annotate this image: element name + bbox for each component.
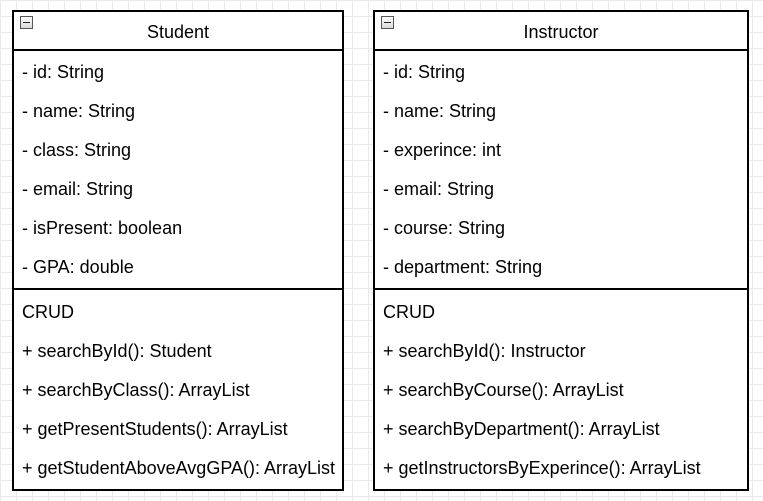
instructor-attribute: - id: String xyxy=(383,62,466,82)
instructor-method: + searchById(): Instructor xyxy=(383,341,586,361)
collapse-minus-icon[interactable] xyxy=(381,16,394,29)
instructor-attribute: - experince: int xyxy=(383,140,502,160)
student-method: + getPresentStudents(): ArrayList xyxy=(22,419,288,439)
student-class-box[interactable]: Student - id: String - name: String - cl… xyxy=(12,10,344,491)
instructor-attribute: - department: String xyxy=(383,257,543,277)
instructor-class-header[interactable]: Instructor xyxy=(375,12,747,51)
instructor-method: + searchByCourse(): ArrayList xyxy=(383,380,624,400)
student-methods-section: CRUD + searchById(): Student + searchByC… xyxy=(14,290,342,488)
student-attribute: - email: String xyxy=(22,179,134,199)
student-class-title: Student xyxy=(146,22,210,42)
instructor-class-title: Instructor xyxy=(523,22,599,42)
instructor-method: + getInstructorsByExperince(): ArrayList xyxy=(383,458,701,478)
student-method: + searchByClass(): ArrayList xyxy=(22,380,250,400)
student-attribute: - isPresent: boolean xyxy=(22,218,183,238)
student-method: CRUD xyxy=(22,302,74,322)
collapse-minus-icon[interactable] xyxy=(20,16,33,29)
student-attribute: - GPA: double xyxy=(22,257,134,277)
student-attributes-section: - id: String - name: String - class: Str… xyxy=(14,51,342,290)
instructor-methods-section: CRUD + searchById(): Instructor + search… xyxy=(375,290,747,488)
instructor-attribute: - course: String xyxy=(383,218,506,238)
instructor-class-box[interactable]: Instructor - id: String - name: String -… xyxy=(373,10,749,491)
student-method: + getStudentAboveAvgGPA(): ArrayList xyxy=(22,458,336,478)
student-attribute: - name: String xyxy=(22,101,136,121)
student-attribute: - id: String xyxy=(22,62,105,82)
instructor-attribute: - name: String xyxy=(383,101,497,121)
student-class-header[interactable]: Student xyxy=(14,12,342,51)
instructor-attributes-section: - id: String - name: String - experince:… xyxy=(375,51,747,290)
instructor-method: CRUD xyxy=(383,302,435,322)
student-method: + searchById(): Student xyxy=(22,341,212,361)
instructor-attribute: - email: String xyxy=(383,179,495,199)
instructor-method: + searchByDepartment(): ArrayList xyxy=(383,419,660,439)
student-attribute: - class: String xyxy=(22,140,132,160)
